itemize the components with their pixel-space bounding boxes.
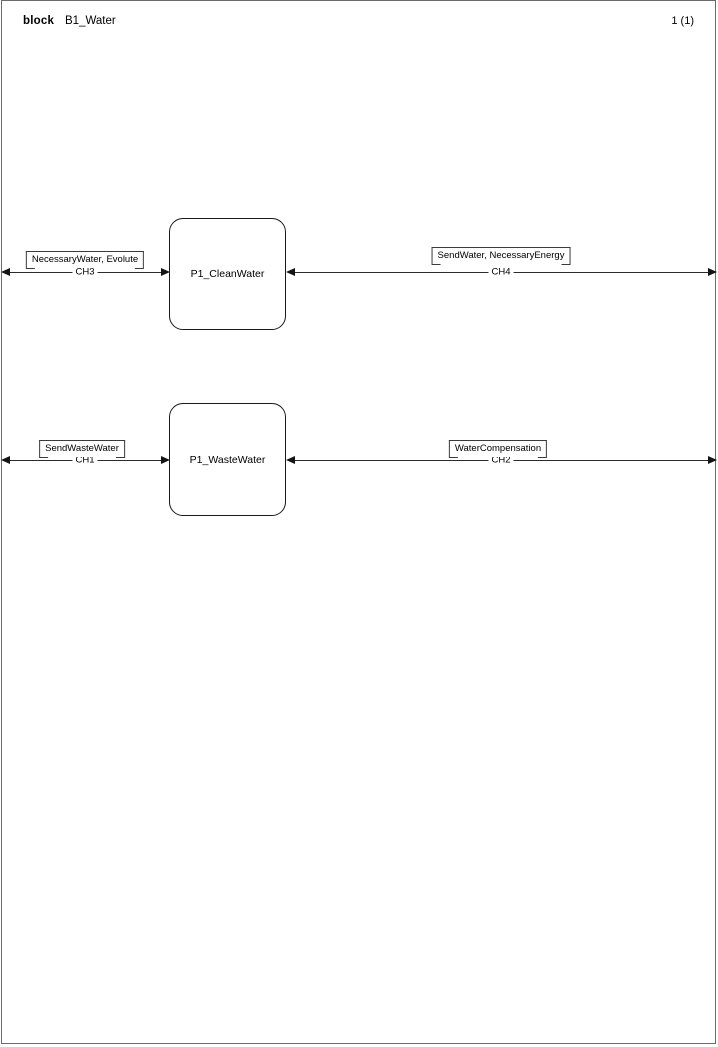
process-block-p1-cleanwater[interactable]: P1_CleanWater bbox=[169, 218, 286, 330]
arrowhead-right-ch3 bbox=[161, 268, 170, 276]
arrowhead-left-ch2 bbox=[286, 456, 295, 464]
header-keyword: block bbox=[23, 15, 55, 27]
arrowhead-right-ch1 bbox=[161, 456, 170, 464]
flow-label-ch1[interactable]: SendWasteWater bbox=[39, 440, 125, 458]
process-block-label: P1_CleanWater bbox=[190, 268, 265, 280]
flow-label-ch4[interactable]: SendWater, NecessaryEnergy bbox=[431, 247, 571, 265]
page-title: B1_Water bbox=[65, 15, 116, 27]
diagram-header: block B1_Water 1 (1) bbox=[0, 0, 718, 42]
channel-name-ch3: CH3 bbox=[72, 266, 98, 278]
channel-name-ch4: CH4 bbox=[488, 266, 514, 278]
process-block-p1-wastewater[interactable]: P1_WasteWater bbox=[169, 403, 286, 516]
arrowhead-left-ch4 bbox=[286, 268, 295, 276]
process-block-label: P1_WasteWater bbox=[189, 453, 266, 466]
arrowhead-left-ch1 bbox=[1, 456, 10, 464]
page-indicator: 1 (1) bbox=[671, 15, 694, 27]
arrowhead-left-ch3 bbox=[1, 268, 10, 276]
arrowhead-right-ch4 bbox=[708, 268, 717, 276]
channel-name-ch2: CH2 bbox=[488, 454, 514, 466]
arrowhead-right-ch2 bbox=[708, 456, 717, 464]
flow-label-ch2[interactable]: WaterCompensation bbox=[448, 440, 548, 458]
channel-name-ch1: CH1 bbox=[72, 454, 98, 466]
flow-label-ch3[interactable]: NecessaryWater, Evolute bbox=[25, 251, 145, 269]
